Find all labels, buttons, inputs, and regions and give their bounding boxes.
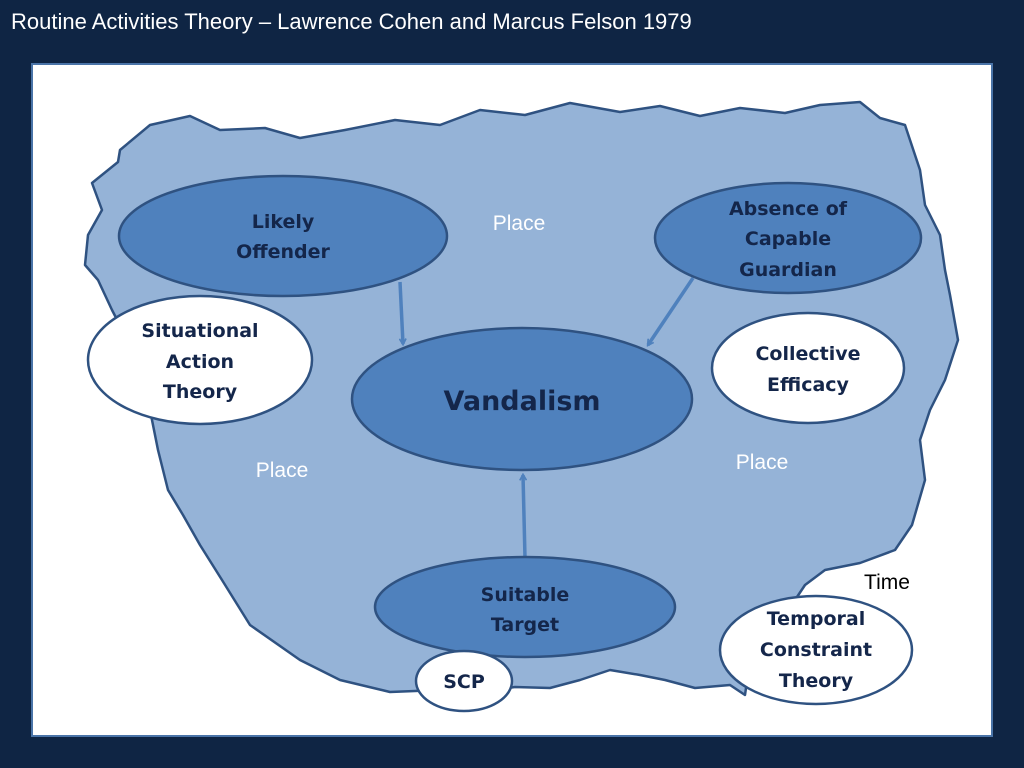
place-label-right: Place xyxy=(736,451,789,474)
node-situational-action-theory: Situational Action Theory xyxy=(86,294,314,426)
target-line2: Target xyxy=(491,614,559,636)
tct-line2: Constraint xyxy=(760,639,872,661)
arrow-target-to-vandalism xyxy=(523,475,525,559)
place-label-top: Place xyxy=(493,212,546,235)
guardian-line2: Capable xyxy=(745,228,831,250)
ce-line2: Efficacy xyxy=(767,374,850,396)
ce-line1: Collective xyxy=(755,343,860,365)
time-label: Time xyxy=(864,571,910,594)
sat-line2: Action xyxy=(166,351,234,373)
node-absence-guardian: Absence of Capable Guardian xyxy=(653,181,923,295)
node-temporal-constraint-theory: Temporal Constraint Theory xyxy=(718,594,914,706)
arrow-offender-to-vandalism xyxy=(398,281,403,344)
likely-offender-line2: Offender xyxy=(236,241,330,263)
tct-line3: Theory xyxy=(779,670,854,692)
node-scp: SCP xyxy=(414,649,514,713)
target-line1: Suitable xyxy=(481,584,570,606)
node-suitable-target: Suitable Target xyxy=(373,555,677,659)
node-likely-offender: Likely Offender xyxy=(117,174,449,298)
sat-line3: Theory xyxy=(163,381,238,403)
likely-offender-line1: Likely xyxy=(252,211,315,233)
slide-title: Routine Activities Theory – Lawrence Coh… xyxy=(11,9,692,34)
node-collective-efficacy: Collective Efficacy xyxy=(710,311,906,425)
arrow-guardian-to-vandalism xyxy=(646,277,695,345)
tct-line1: Temporal xyxy=(767,608,865,630)
scp-label: SCP xyxy=(443,671,485,693)
guardian-line3: Guardian xyxy=(739,259,837,281)
vandalism-label: Vandalism xyxy=(443,386,600,417)
place-label-left: Place xyxy=(256,459,309,482)
guardian-line1: Absence of xyxy=(729,198,848,220)
node-vandalism: Vandalism xyxy=(350,326,694,472)
sat-line1: Situational xyxy=(141,320,258,342)
